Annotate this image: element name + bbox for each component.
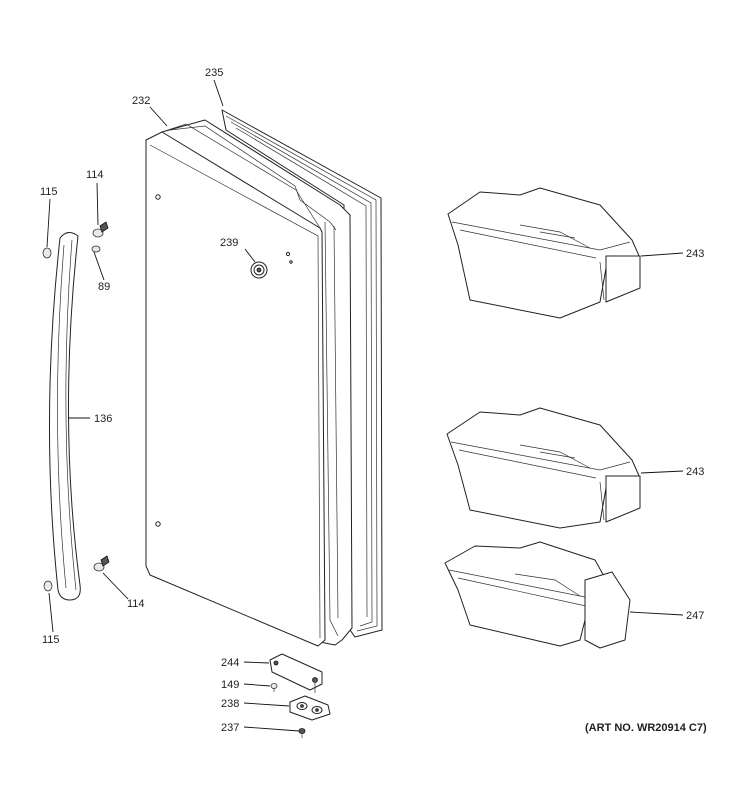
door-handle — [48, 232, 81, 601]
callout-244: 244 — [221, 657, 239, 669]
callout-235: 235 — [205, 67, 223, 79]
callout-136: 136 — [94, 413, 112, 425]
callout-149: 149 — [221, 679, 239, 691]
callout-247: 247 — [686, 610, 704, 622]
callout-243-top: 243 — [686, 248, 704, 260]
bottom-hinge — [269, 653, 323, 693]
leader-lines — [46, 79, 684, 732]
callout-114-bottom: 114 — [127, 598, 145, 610]
callout-114-top: 114 — [86, 169, 104, 181]
handle-plug-bottom — [43, 580, 53, 592]
callout-115-top: 115 — [40, 186, 58, 198]
door-bin-middle — [446, 407, 641, 529]
callout-115-bottom: 115 — [42, 634, 60, 646]
callout-89: 89 — [98, 281, 110, 293]
door-bin-bottom — [444, 541, 631, 649]
plug-button — [250, 261, 268, 279]
handle-washer — [91, 245, 101, 253]
handle-screw-bottom — [93, 555, 110, 572]
callout-243-middle: 243 — [686, 466, 704, 478]
handle-screw-top — [92, 221, 109, 238]
hinge-pin — [270, 683, 278, 692]
hinge-bushing — [289, 695, 331, 721]
door-panel — [145, 119, 353, 647]
callout-237: 237 — [221, 722, 239, 734]
callout-239: 239 — [220, 237, 238, 249]
door-bin-top — [447, 187, 641, 319]
callout-232: 232 — [132, 95, 150, 107]
callout-238: 238 — [221, 698, 239, 710]
hinge-screw — [298, 728, 306, 738]
art-number: (ART NO. WR20914 C7) — [585, 722, 707, 734]
handle-plug-top — [42, 247, 52, 259]
